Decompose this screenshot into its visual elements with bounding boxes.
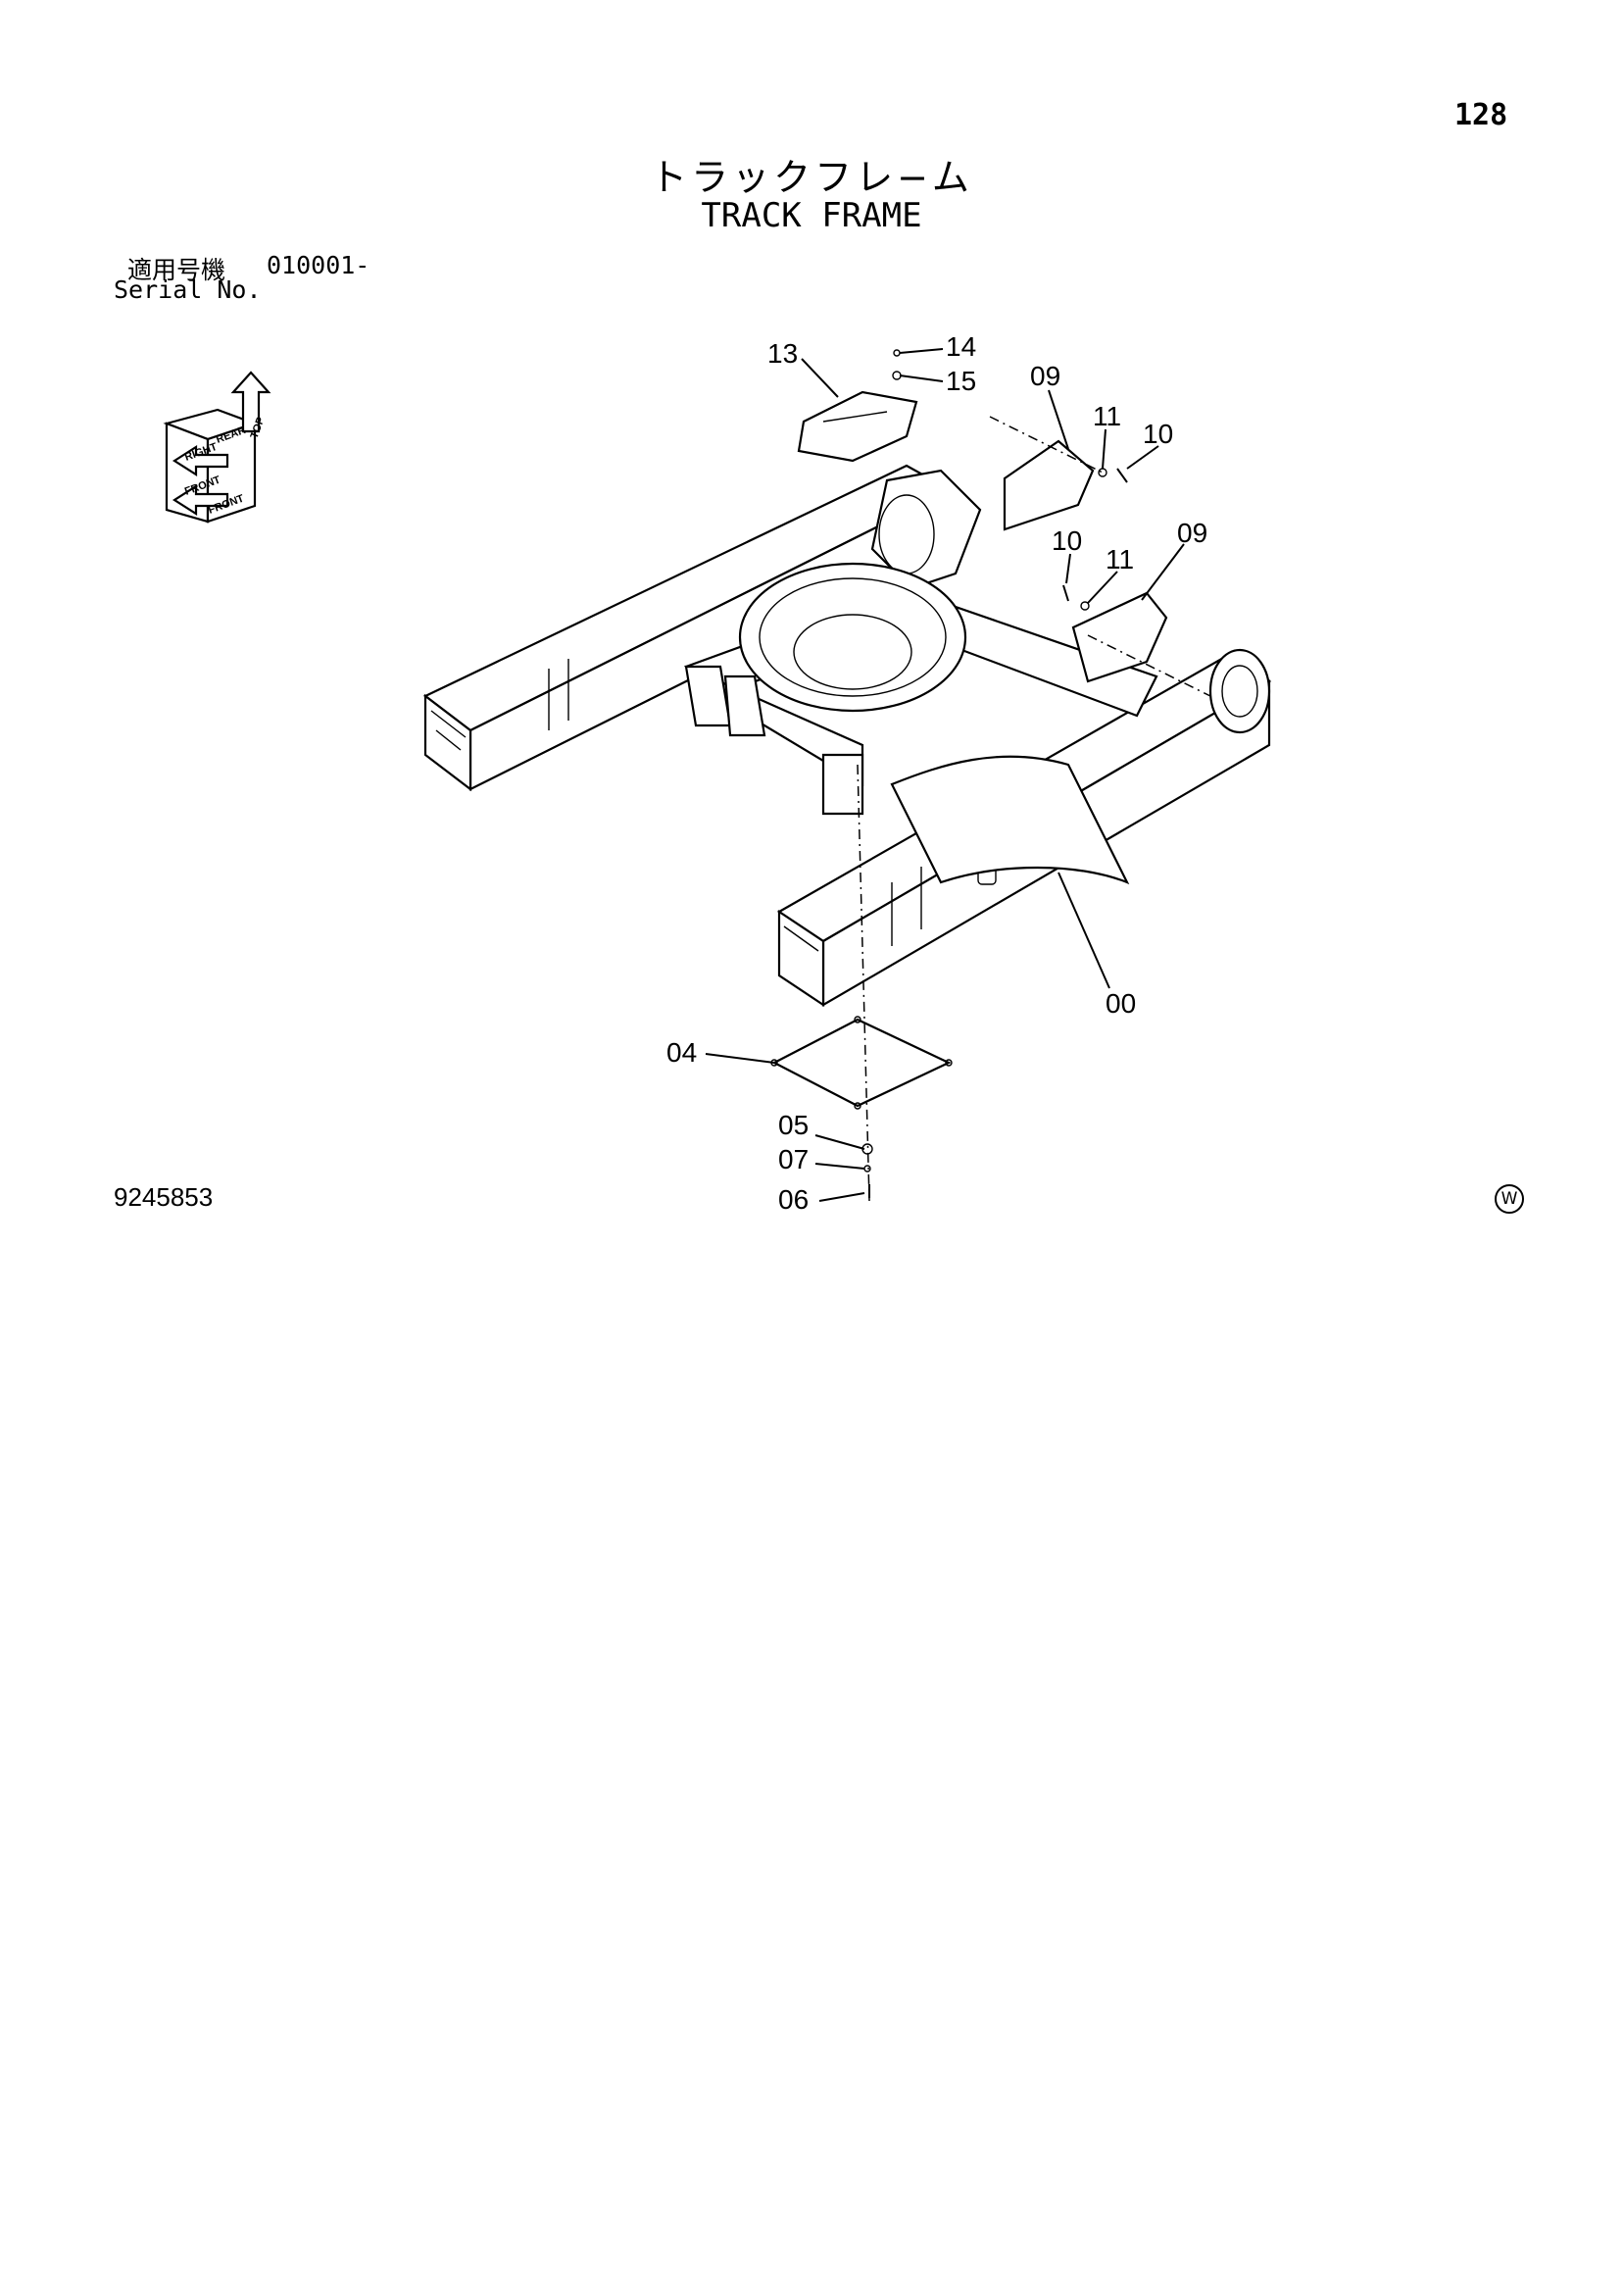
under-cover: [770, 1016, 953, 1110]
leader-lines: [705, 348, 1185, 1202]
centerlines: [857, 416, 1211, 1202]
callout-14: 14: [946, 331, 976, 362]
orientation-icon: TOP REAR RIGHT FRONT FRONT: [163, 371, 271, 524]
top-cover: [797, 390, 918, 463]
side-cover-lower: [1071, 591, 1168, 683]
callout-00: 00: [1106, 988, 1136, 1019]
callout-11-upper: 11: [1093, 401, 1121, 431]
fasteners: [861, 349, 1128, 1198]
serial-value: 010001-: [267, 251, 370, 279]
callout-09-upper: 09: [1030, 361, 1060, 391]
callout-05: 05: [778, 1110, 809, 1140]
callout-13: 13: [767, 338, 798, 369]
serial-label-japanese: 適用号機: [127, 256, 226, 284]
corner-mark-icon: W: [1495, 1184, 1524, 1214]
serial-label: Serial No.: [114, 275, 262, 304]
side-cover-upper: [1003, 439, 1095, 531]
callout-11-lower: 11: [1106, 544, 1134, 574]
callout-10-lower: 10: [1052, 525, 1082, 556]
center-frame: [684, 562, 1158, 885]
page-number: 128: [1454, 98, 1508, 132]
page-title: TRACK FRAME: [701, 196, 922, 235]
callout-07: 07: [778, 1144, 809, 1174]
callout-10-upper: 10: [1143, 419, 1173, 449]
callout-06: 06: [778, 1184, 809, 1215]
callout-09-lower: 09: [1177, 518, 1207, 548]
document-code: 9245853: [114, 1182, 214, 1212]
page-title-japanese: トラックフレ−ム: [650, 156, 973, 199]
callout-15: 15: [946, 366, 976, 396]
callout-labels: 00 04 05 06 07 09 09 10 10 11 11 13 14 1…: [666, 331, 1207, 1215]
callout-04: 04: [666, 1037, 697, 1068]
